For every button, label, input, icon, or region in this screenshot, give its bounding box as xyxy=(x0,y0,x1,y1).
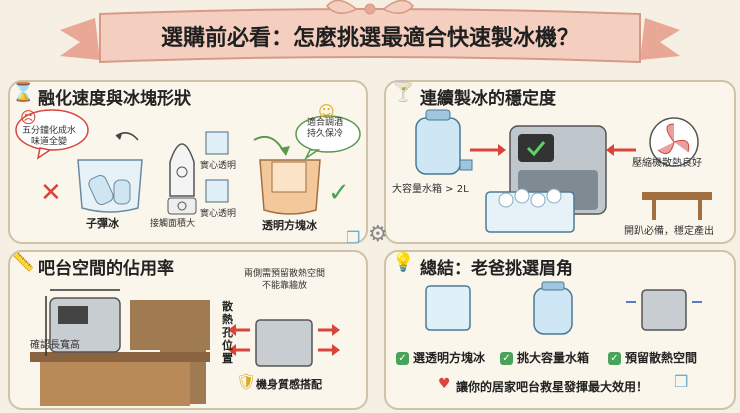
summary-item-3: ✓ 預留散熱空間 xyxy=(608,349,697,366)
bubble-left-line1: 五分鐘化成水 xyxy=(22,126,77,136)
cocktail-icon: 🍸 xyxy=(392,82,415,103)
solid-clear-label-bottom: 實心透明 xyxy=(200,209,237,219)
bubble-left-line2: 味道全變 xyxy=(31,137,68,147)
summary-illustration xyxy=(425,281,702,335)
panel-summary-title: 總結：老爸挑選眉角 xyxy=(420,259,573,279)
hourglass-icon: ⌛ xyxy=(12,82,35,103)
party-label: 開趴必備，穩定產出 xyxy=(624,226,714,237)
page-title: 選購前必看：怎麼挑選最適合快速製冰機？ xyxy=(160,26,579,51)
panel-melt-title: 融化速度與冰塊形狀 xyxy=(38,89,191,109)
measure-label: 確認長寬高 xyxy=(30,340,80,351)
vent-side-char-2: 熱 xyxy=(222,313,233,326)
solid-clear-label-top: 實心透明 xyxy=(200,161,237,171)
panel-space-title: 吧台空間的佔用率 xyxy=(38,259,174,279)
ruler-icon: 📏 xyxy=(12,252,35,273)
clear-cube-label: 透明方塊冰 xyxy=(262,219,317,232)
summary-footer: 讓你的居家吧台救星發揮最大效用！ xyxy=(456,380,649,394)
shield-icon: 🛡 xyxy=(236,372,257,391)
space-illustration xyxy=(30,289,340,406)
stability-illustration xyxy=(415,109,712,233)
vent-note-line2: 不能靠牆放 xyxy=(262,281,308,291)
bubble-right-line1: 適合調酒 xyxy=(307,118,344,128)
check-icon: ✓ xyxy=(500,352,513,365)
lightbulb-icon: 💡 xyxy=(392,252,415,273)
summary-item-3-label: 預留散熱空間 xyxy=(625,351,698,365)
check-icon: ✓ xyxy=(396,352,409,365)
vent-side-char-1: 散 xyxy=(222,300,233,313)
check-icon: ✓ xyxy=(608,352,621,365)
bullet-ice-label: 子彈冰 xyxy=(86,217,119,230)
header-ribbon xyxy=(60,0,680,64)
bubble-right-line2: 持久保冷 xyxy=(307,129,344,139)
ice-cube-icon: ❒ xyxy=(674,372,689,391)
tank-label: 大容量水箱 > 2L xyxy=(392,184,469,195)
summary-item-2: ✓ 挑大容量水箱 xyxy=(500,349,589,366)
gear-icon: ⚙ xyxy=(368,222,388,247)
check-icon: ✓ xyxy=(328,178,350,208)
sad-face-icon: ☹ xyxy=(20,108,37,127)
melt-bubble-left: 五分鐘化成水 味道全變 xyxy=(22,126,76,148)
quality-label: 機身質感搭配 xyxy=(256,378,322,391)
vent-side-char-5: 置 xyxy=(222,352,233,365)
vent-side-label: 散 熱 孔 位 置 xyxy=(222,300,233,365)
panel-stability-title: 連續製冰的穩定度 xyxy=(420,89,556,109)
smile-face-icon: ☺ xyxy=(318,102,335,121)
cross-icon: ✕ xyxy=(40,178,62,208)
melt-bubble-right: 適合調酒 持久保冷 xyxy=(307,118,343,140)
summary-item-1: ✓ 選透明方塊冰 xyxy=(396,349,485,366)
ice-cube-icon: ❒ xyxy=(346,228,361,247)
vent-side-char-3: 孔 xyxy=(222,326,233,339)
heart-icon: ♥ xyxy=(438,376,451,392)
fan-label: 壓縮機散熱良好 xyxy=(632,158,702,169)
summary-item-2-label: 挑大容量水箱 xyxy=(517,351,590,365)
contact-area-label: 接觸面積大 xyxy=(150,219,196,229)
vent-side-char-4: 位 xyxy=(222,339,233,352)
melt-illustration xyxy=(15,109,361,215)
vent-note-line1: 兩側需預留散熱空間 xyxy=(244,269,326,279)
vent-note: 兩側需預留散熱空間 不能靠牆放 xyxy=(244,268,325,292)
summary-item-1-label: 選透明方塊冰 xyxy=(413,351,486,365)
